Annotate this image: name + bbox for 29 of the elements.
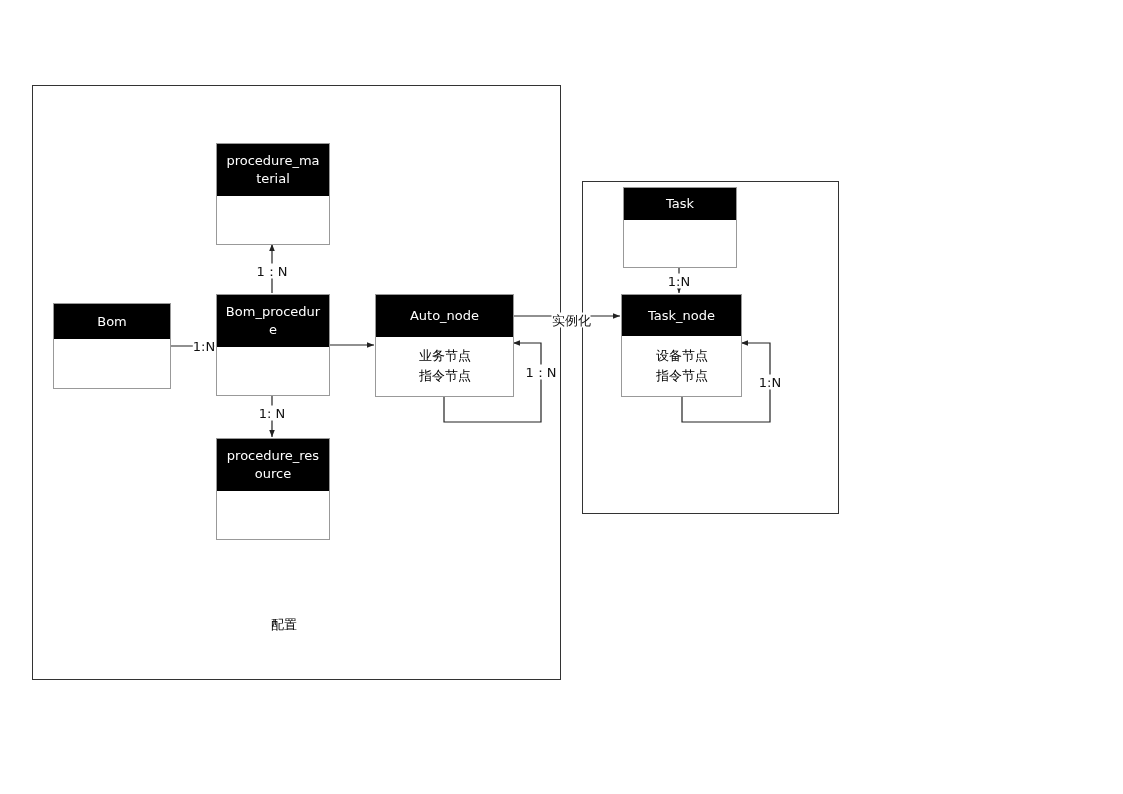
connector-arrow xyxy=(328,342,375,348)
edge-label: 1: N xyxy=(258,405,286,421)
entity-box xyxy=(375,294,514,397)
attribute-text: 指令节点 xyxy=(418,367,471,385)
entity-header: Task xyxy=(624,188,736,220)
entity-header: Bom xyxy=(54,304,170,339)
entity-header: Task_node xyxy=(622,295,741,336)
edge-label: 1:N xyxy=(667,273,691,289)
entity-box xyxy=(216,438,330,540)
edge-label: 1：N xyxy=(256,263,288,279)
entity-header: procedure_resource xyxy=(217,439,329,491)
attribute-text: 指令节点 xyxy=(655,366,708,385)
entity-header: Bom_procedure xyxy=(217,295,329,347)
attribute-text: 业务节点 xyxy=(418,347,471,365)
connector-arrow xyxy=(443,340,542,423)
entity-box xyxy=(216,143,330,245)
entity-header: procedure_material xyxy=(217,144,329,196)
frame-label: 配置 xyxy=(271,616,297,634)
connector-arrow xyxy=(676,266,682,294)
attribute-text: 设备节点 xyxy=(655,346,708,365)
entity-box xyxy=(53,303,171,389)
entity-header: Auto_node xyxy=(376,295,513,337)
edge-label: 1：N xyxy=(525,364,557,380)
edge-label: 实例化 xyxy=(551,312,591,328)
edge-label: 1:N xyxy=(758,374,782,390)
entity-box xyxy=(621,294,742,397)
entity-box xyxy=(623,187,737,268)
connector-arrow xyxy=(681,340,771,423)
entity-box xyxy=(216,294,330,396)
